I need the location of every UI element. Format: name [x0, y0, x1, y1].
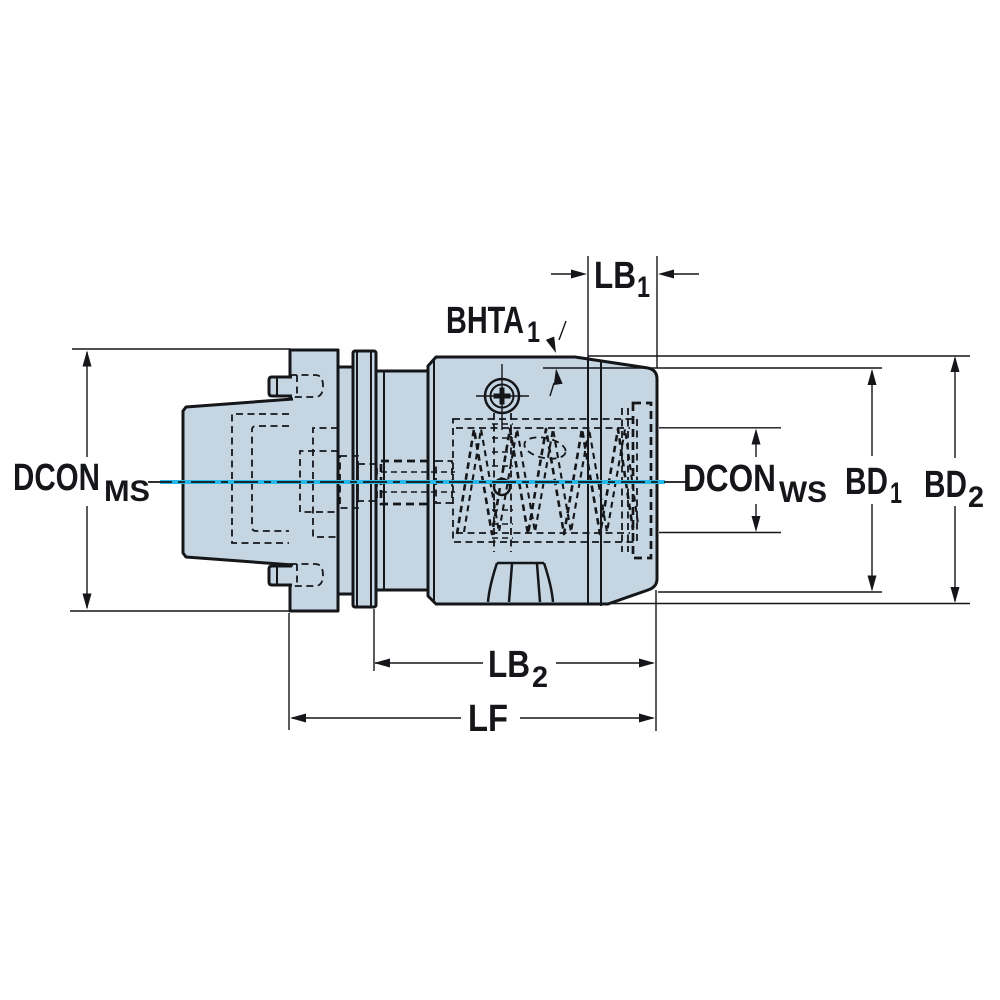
- set-screw: [476, 364, 529, 430]
- bottom-notch: [486, 561, 555, 603]
- dim-dcon-ws: [659, 427, 781, 534]
- screw-inner-circle: [489, 383, 515, 409]
- detail-ellipse: [523, 436, 567, 460]
- flange-pins: [267, 374, 324, 587]
- label-lb1: LB1: [594, 255, 650, 304]
- dim-bhta1: [543, 320, 882, 397]
- dim-bd1: [658, 369, 882, 593]
- dimensions: [70, 256, 970, 731]
- pin-bottom: [267, 564, 292, 587]
- dim-bd2: [588, 355, 970, 605]
- label-lb2: LB2: [488, 644, 548, 694]
- dim-lf: [288, 613, 655, 730]
- dim-dcon-ms: [70, 348, 292, 612]
- spring-coils: [455, 427, 635, 536]
- pin-top: [267, 375, 292, 398]
- pin-bottom-hidden: [290, 563, 324, 587]
- dim-lb2: [373, 590, 657, 731]
- label-bd1: BD1: [845, 461, 902, 510]
- cone-bore: [231, 413, 289, 544]
- screw-outer-circle: [483, 377, 521, 415]
- screw-drive-icon: [493, 387, 511, 405]
- label-lf: LF: [468, 698, 508, 740]
- pin-top-hidden: [290, 374, 324, 398]
- label-bd2: BD2: [924, 464, 984, 514]
- dim-lb1: [551, 256, 699, 368]
